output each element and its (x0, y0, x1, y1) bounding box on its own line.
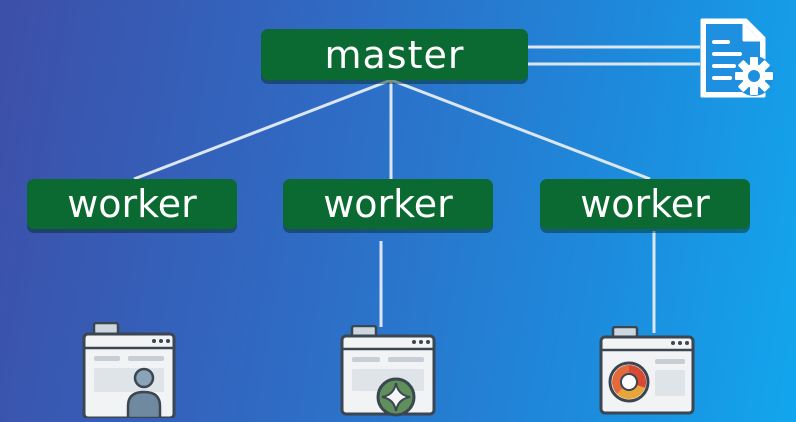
master-label: master (324, 32, 465, 77)
connector-master-worker-3 (390, 78, 651, 181)
worker-label: worker (580, 182, 710, 226)
worker-label: worker (67, 182, 197, 226)
donut-chart-window-icon (599, 326, 695, 415)
connector-master-worker-1 (133, 78, 392, 181)
master-node: master (261, 29, 528, 80)
sparkle-badge-window-icon (340, 325, 436, 417)
worker-node-3: worker (540, 179, 750, 229)
worker-label: worker (323, 182, 453, 226)
worker-node-2: worker (283, 179, 493, 229)
worker-node-1: worker (27, 179, 237, 229)
config-document-gear-icon (700, 18, 774, 98)
user-profile-window-icon (82, 322, 176, 418)
